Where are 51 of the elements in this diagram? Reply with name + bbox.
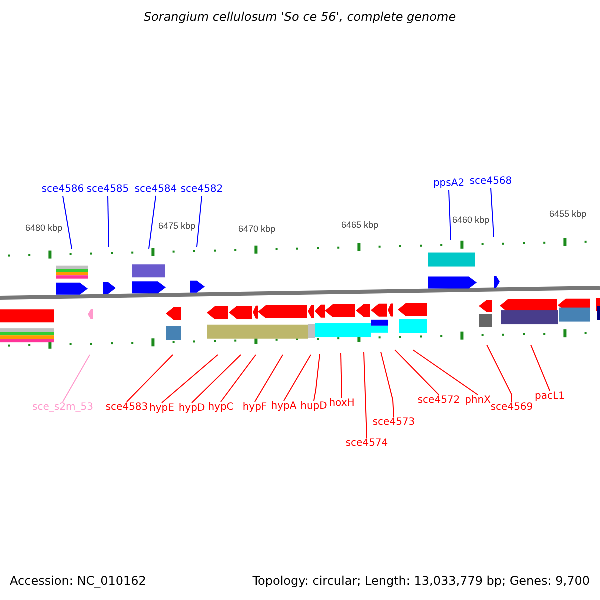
leader-line — [284, 354, 312, 402]
scale-label: 6465 kbp — [341, 219, 379, 231]
leader-line — [412, 350, 478, 396]
genome-info-text: Topology: circular; Length: 13,033,779 bp; Genes: 9,700 — [252, 575, 590, 587]
leader-line — [62, 196, 72, 250]
gene-label: sce4572 — [418, 395, 460, 407]
leader-line — [220, 354, 256, 402]
title: Sorangium cellulosum 'So ce 56', complete genome — [144, 11, 456, 23]
leader-line — [364, 352, 368, 438]
gene-label: hypE — [150, 403, 174, 415]
gene-label: sce4584 — [134, 184, 178, 196]
gene-label: hypC — [208, 402, 234, 414]
leader-line — [340, 352, 342, 398]
gene-label: hypA — [271, 401, 297, 413]
scale-label: 6455 kbp — [549, 208, 587, 220]
leader-line — [108, 196, 110, 248]
gene-label: sce4585 — [86, 184, 130, 196]
gene-label: sce_s2m_53 — [32, 402, 94, 414]
leader-line — [192, 354, 242, 404]
leader-line — [254, 354, 284, 402]
gene-label: hupD — [300, 401, 328, 413]
leader-line — [486, 344, 512, 402]
scale-label: 6480 kbp — [25, 222, 63, 234]
leader-line — [148, 196, 156, 250]
leader-line — [394, 350, 440, 396]
leader-line — [448, 190, 452, 240]
gene-label: ppsA2 — [433, 178, 465, 190]
leader-line — [530, 344, 550, 392]
leader-line — [196, 196, 202, 248]
gene-label: phnX — [465, 395, 491, 407]
gene-label: hoxH — [329, 398, 355, 410]
scale-label: 6475 kbp — [158, 220, 196, 232]
gene-label: sce4583 — [106, 402, 148, 414]
gene-label: sce4574 — [346, 438, 388, 450]
gene-label: sce4573 — [372, 417, 416, 429]
leader-line — [314, 354, 320, 402]
scale-label: 6460 kbp — [452, 214, 490, 226]
leader-line — [62, 354, 90, 402]
leader-line — [126, 354, 174, 402]
gene-label: sce4569 — [490, 402, 534, 414]
gene-label: sce4568 — [470, 176, 512, 188]
leader-line — [162, 354, 218, 404]
leader-line — [380, 352, 394, 418]
accession-text: Accession: NC_010162 — [10, 575, 146, 587]
scale-label: 6470 kbp — [238, 223, 276, 235]
gene-label: hypF — [242, 402, 268, 414]
gene-label: pacL1 — [535, 391, 565, 403]
gene-label: hypD — [178, 403, 206, 415]
gene-label: sce4586 — [42, 184, 84, 196]
leader-line — [490, 188, 494, 238]
gene-label: sce4582 — [180, 184, 224, 196]
